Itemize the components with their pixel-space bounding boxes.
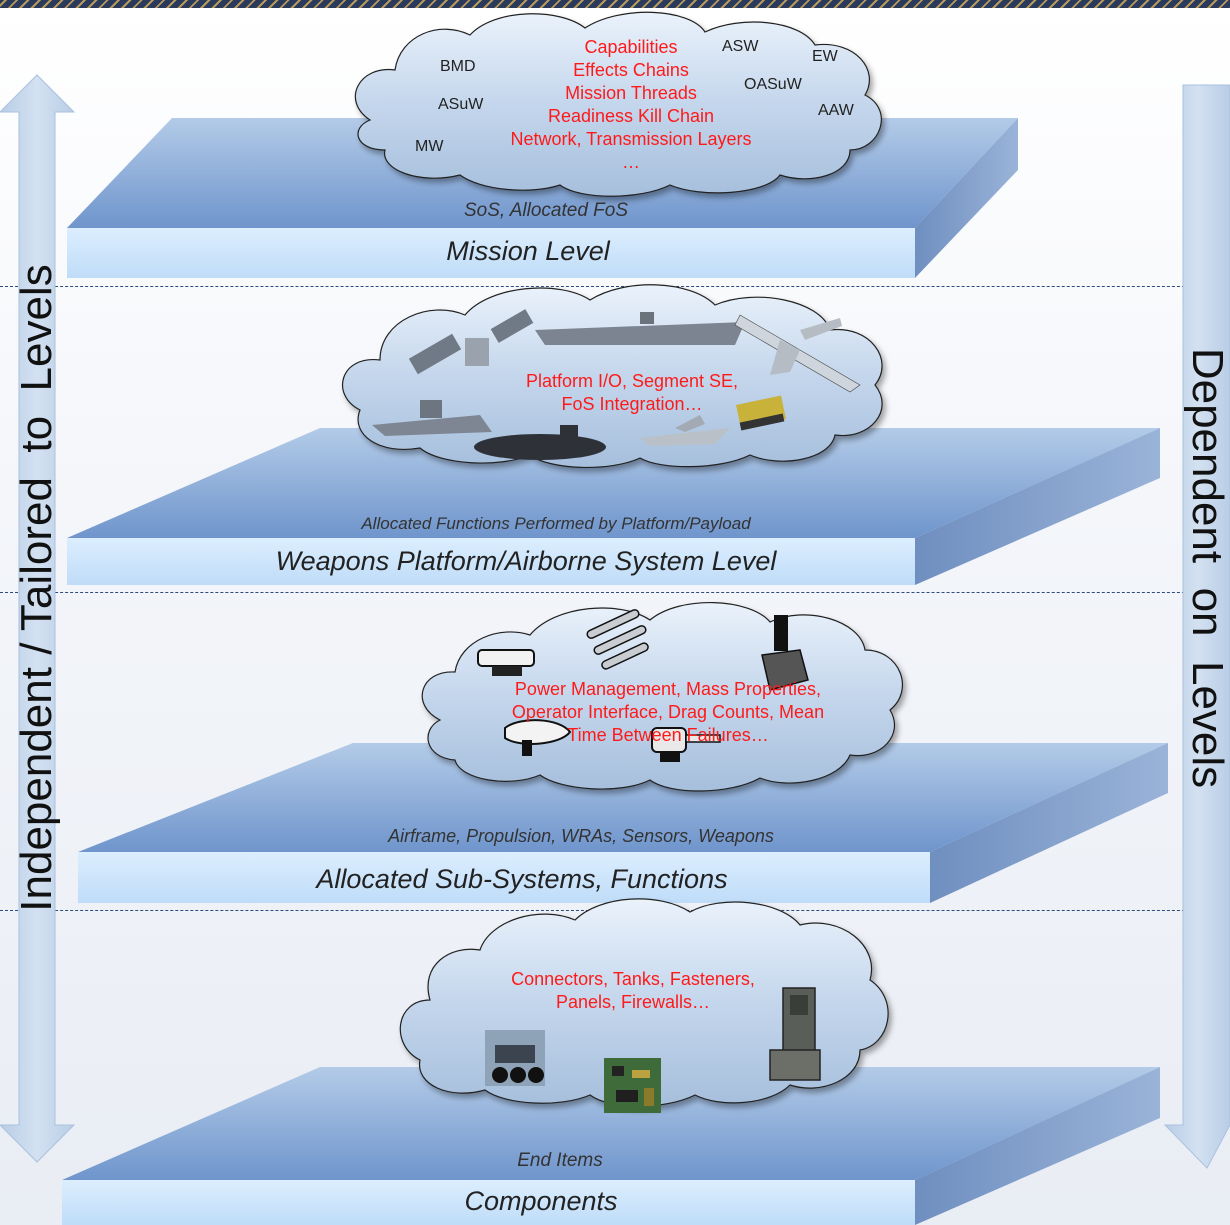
- radome-icon: [504, 719, 572, 756]
- cloud-line: Platform I/O, Segment SE,: [525, 371, 739, 391]
- tag-asuw: ASuW: [438, 96, 484, 113]
- right-down-arrow: [1163, 84, 1230, 1169]
- gun-turret-icon: [651, 727, 721, 762]
- platform-subsystems-level: [78, 743, 1168, 903]
- cloud-line: Panels, Firewalls…: [555, 992, 711, 1012]
- tag-ew: EW: [812, 48, 838, 65]
- joystick-icon: [761, 615, 809, 691]
- landing-gear-photo-icon: [485, 1030, 545, 1086]
- cloud-line: Operator Interface, Drag Counts, Mean: [511, 702, 825, 722]
- cloud-line: Power Management, Mass Properties,: [514, 679, 822, 699]
- tag-asw: ASW: [722, 38, 759, 55]
- satellite-icon: [408, 309, 534, 375]
- cloud-line: Readiness Kill Chain: [547, 106, 715, 126]
- ejection-seat-icon: [769, 987, 821, 1081]
- cloud-mission: [354, 11, 882, 197]
- cloud-line: Network, Transmission Layers: [510, 129, 752, 149]
- weapons-cloud-text: Platform I/O, Segment SE, FoS Integratio…: [526, 370, 738, 416]
- tag-bmd: BMD: [440, 58, 476, 75]
- armored-vehicle-icon: [736, 395, 786, 431]
- cloud-line: Connectors, Tanks, Fasteners,: [511, 969, 755, 989]
- weapons-sub-label: Allocated Functions Performed by Platfor…: [361, 514, 751, 533]
- sensor-pod-icon: [477, 649, 535, 676]
- left-double-arrow: [0, 74, 76, 1163]
- tag-mw: MW: [415, 138, 444, 155]
- mission-cloud-text: Capabilities Effects Chains Mission Thre…: [510, 36, 751, 174]
- mission-sub-label: SoS, Allocated FoS: [463, 200, 629, 221]
- circuit-board-icon: [604, 1058, 661, 1113]
- aircraft-carrier-icon: [535, 312, 745, 345]
- tag-oasuw: OASuW: [744, 76, 802, 93]
- top-border: [0, 0, 1230, 8]
- subsystems-cloud-text: Power Management, Mass Properties, Opera…: [512, 678, 824, 747]
- platform-weapons-level: [67, 428, 1160, 585]
- cloud-line: …: [621, 152, 640, 172]
- cloud-line: FoS Integration…: [561, 394, 703, 414]
- submarine-icon: [474, 425, 606, 460]
- tag-aaw: AAW: [818, 102, 854, 119]
- subsystems-level-label: Allocated Sub-Systems, Functions: [316, 864, 728, 894]
- level-divider: [0, 592, 1230, 593]
- cloud-line: Effects Chains: [573, 60, 689, 80]
- components-sub-label: End Items: [517, 1150, 603, 1171]
- cloud-line: Capabilities: [584, 37, 678, 57]
- mission-level-label: Mission Level: [446, 236, 610, 266]
- components-cloud-text: Connectors, Tanks, Fasteners, Panels, Fi…: [511, 968, 755, 1014]
- dependent-levels-label: Dependent on Levels: [1183, 347, 1230, 789]
- fighter-jet-icon: [640, 415, 730, 446]
- surveillance-aircraft-icon: [734, 314, 861, 393]
- platform-components-level: [62, 1067, 1160, 1225]
- level-divider: [0, 286, 1230, 287]
- destroyer-icon: [372, 400, 492, 436]
- independent-levels-label: Independent / Tailored to Levels: [12, 264, 61, 912]
- cloud-line: Mission Threads: [565, 83, 697, 103]
- weapons-level-label: Weapons Platform/Airborne System Level: [275, 546, 777, 576]
- cloud-line: Time Between Failures…: [567, 725, 769, 745]
- subsystems-sub-label: Airframe, Propulsion, WRAs, Sensors, Wea…: [388, 826, 774, 846]
- components-level-label: Components: [464, 1186, 618, 1216]
- missiles-icon: [586, 609, 649, 670]
